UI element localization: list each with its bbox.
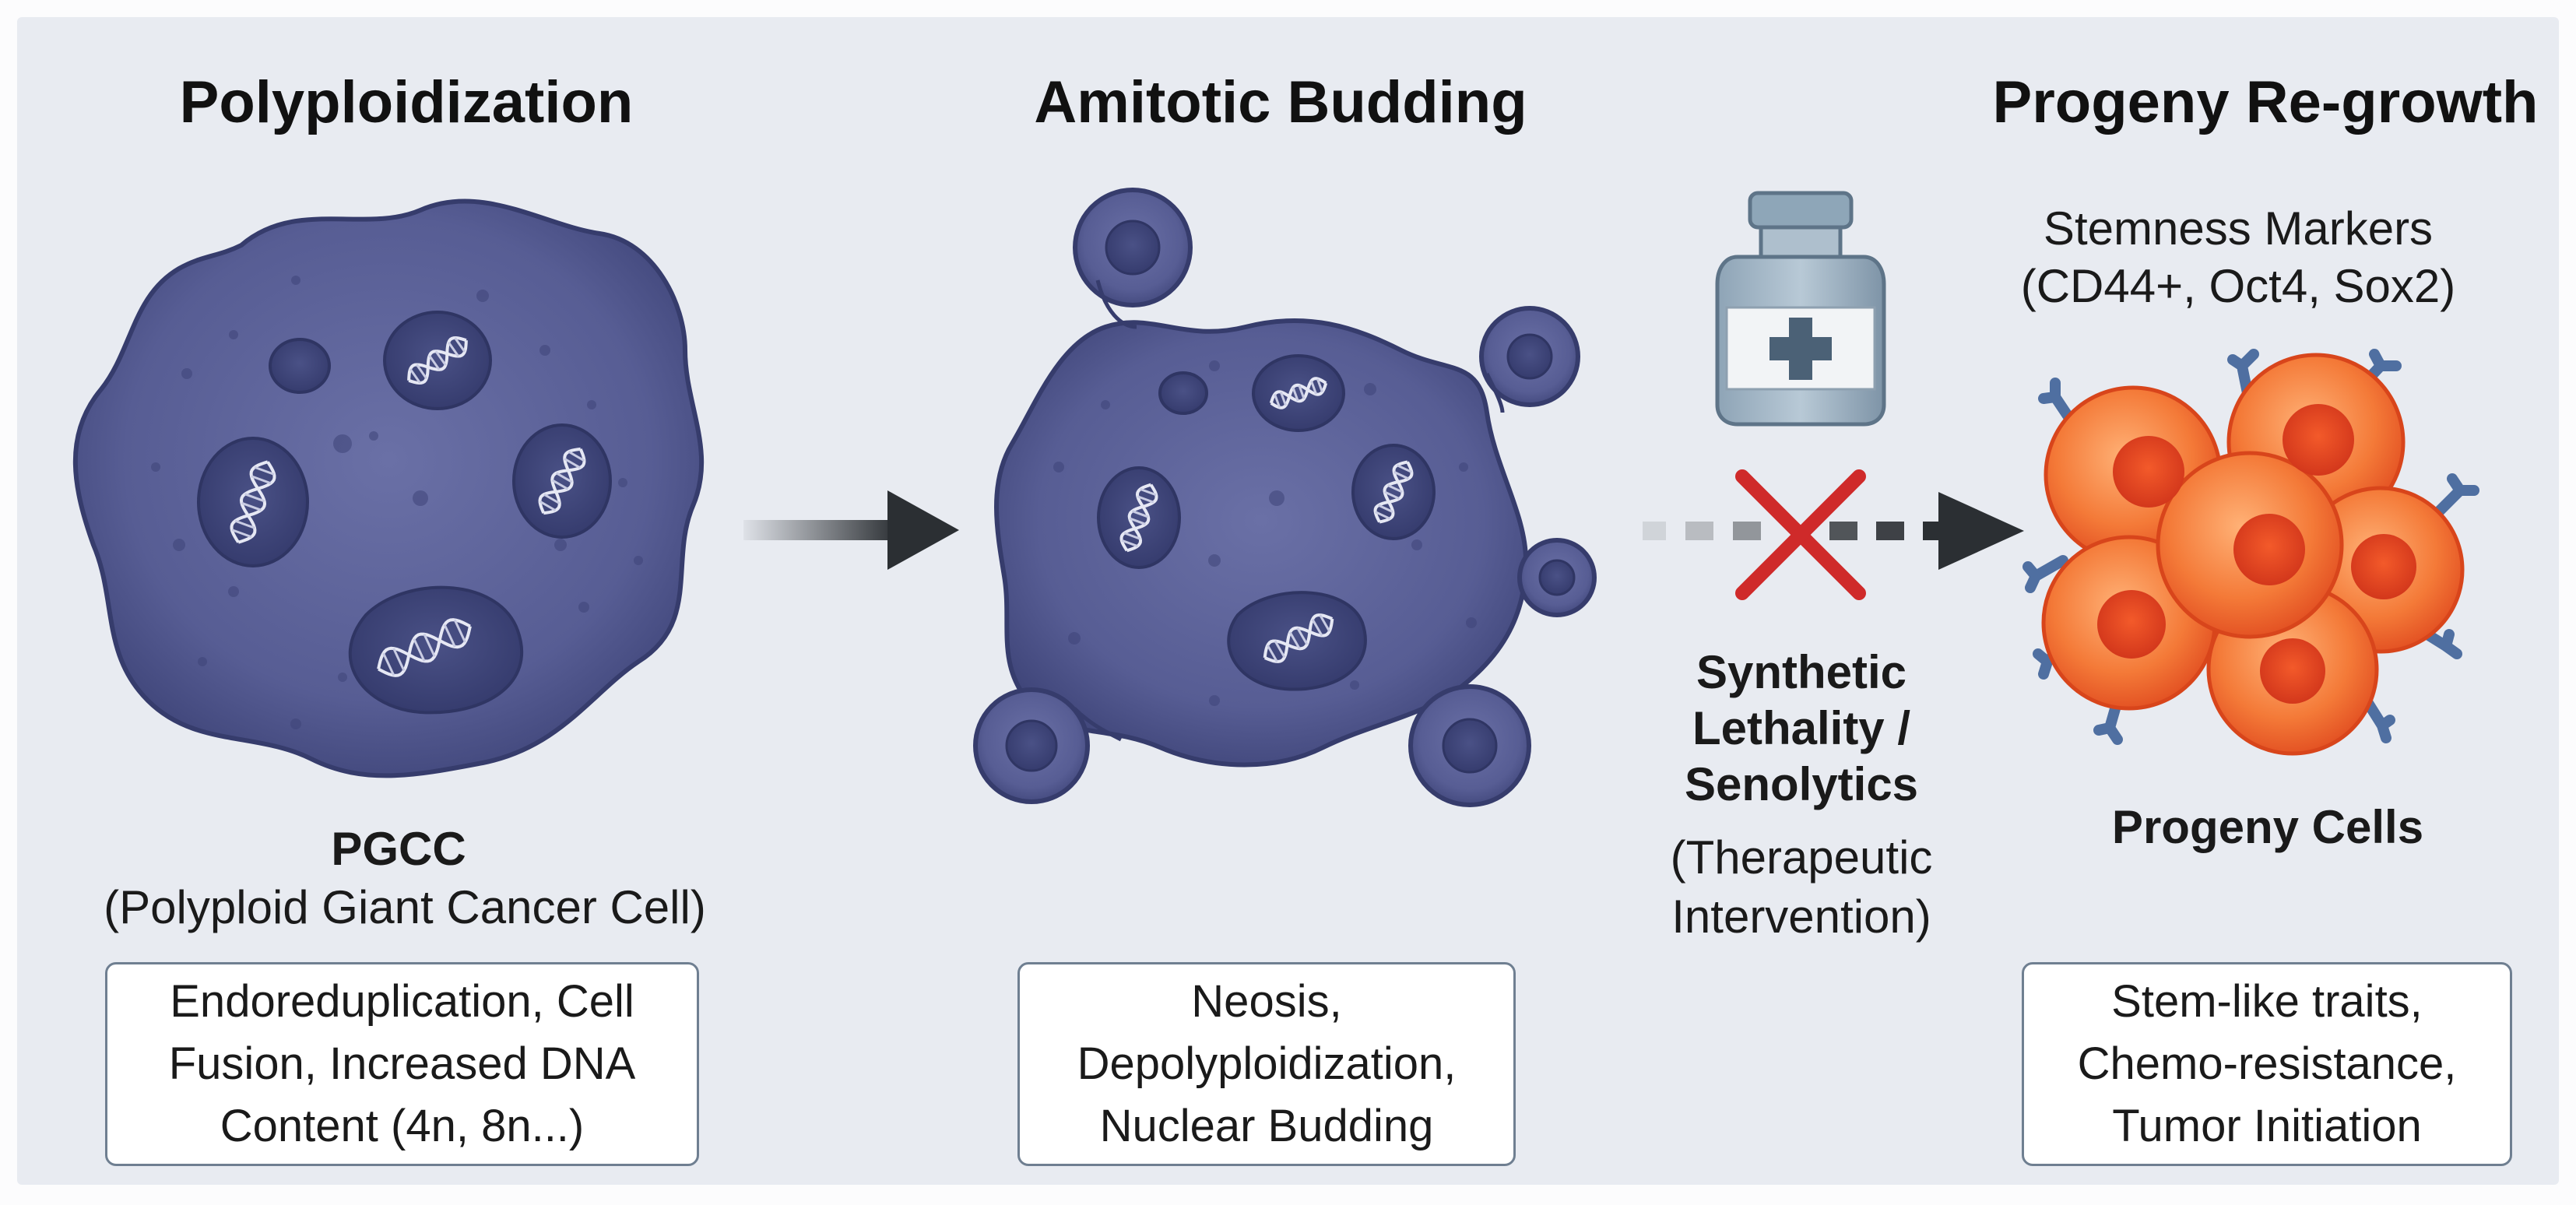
progeny-cells (2022, 349, 2479, 756)
progeny-info-box: Stem-like traits, Chemo-resistance, Tumo… (2022, 962, 2512, 1166)
dna-helix-icon (407, 336, 468, 385)
dna-helix-icon (1263, 613, 1334, 663)
intervention-line-3: Senolytics (1684, 758, 1919, 810)
stemness-markers-line-1: Stemness Markers (2043, 202, 2434, 255)
info-line: Content (4n, 8n...) (220, 1101, 585, 1151)
intervention-line-5: Intervention) (1671, 891, 1931, 943)
intervention-line-2: Lethality / (1692, 702, 1911, 754)
medicine-vial-icon (1715, 191, 1886, 427)
pgcc-nuclei (197, 311, 612, 715)
stage-arrow-1 (743, 490, 959, 570)
info-line: Tumor Initiation (2112, 1101, 2422, 1151)
intervention-line-4: (Therapeutic (1670, 831, 1933, 884)
budding-nuclei (1005, 220, 1576, 774)
polyploidization-info-box: Endoreduplication, Cell Fusion, Increase… (105, 962, 699, 1166)
info-line: Stem-like traits, (2111, 976, 2423, 1027)
info-line: Nuclear Budding (1099, 1101, 1434, 1151)
dna-helix-icon (538, 447, 586, 515)
budding-info-box: Neosis, Depolyploidization, Nuclear Budd… (1017, 962, 1516, 1166)
pgcc-label: PGCC (331, 823, 466, 875)
intervention-line-1: Synthetic (1696, 646, 1907, 698)
dna-helix-icons (230, 336, 1414, 677)
stage-title-polyploidization: Polyploidization (179, 69, 634, 135)
info-line: Neosis, (1191, 976, 1342, 1027)
info-line: Chemo-resistance, (2077, 1038, 2457, 1089)
pgcc-cell (72, 198, 705, 778)
info-line: Fusion, Increased DNA (168, 1038, 636, 1089)
dna-helix-icon (377, 618, 472, 677)
pgcc-subtitle: (Polyploid Giant Cancer Cell) (104, 881, 706, 933)
stage-title-progeny-regrowth: Progeny Re-growth (1992, 69, 2539, 135)
info-line: Endoreduplication, Cell (170, 976, 634, 1027)
info-line: Depolyploidization, (1077, 1038, 1457, 1089)
dna-helix-icon (1269, 377, 1328, 409)
dna-helix-icon (1373, 460, 1414, 524)
dna-helix-icon (1119, 483, 1158, 553)
dna-helix-icon (230, 460, 276, 544)
progeny-cells-label: Progeny Cells (2111, 801, 2424, 853)
stage-arrow-2-dashed (1643, 492, 2024, 570)
red-x-icon (1735, 469, 1866, 600)
receptor-icons (2022, 349, 2479, 745)
stemness-markers-line-2: (CD44+, Oct4, Sox2) (2020, 260, 2456, 312)
stage-title-amitotic-budding: Amitotic Budding (1034, 69, 1527, 135)
budding-cell (973, 188, 1597, 807)
